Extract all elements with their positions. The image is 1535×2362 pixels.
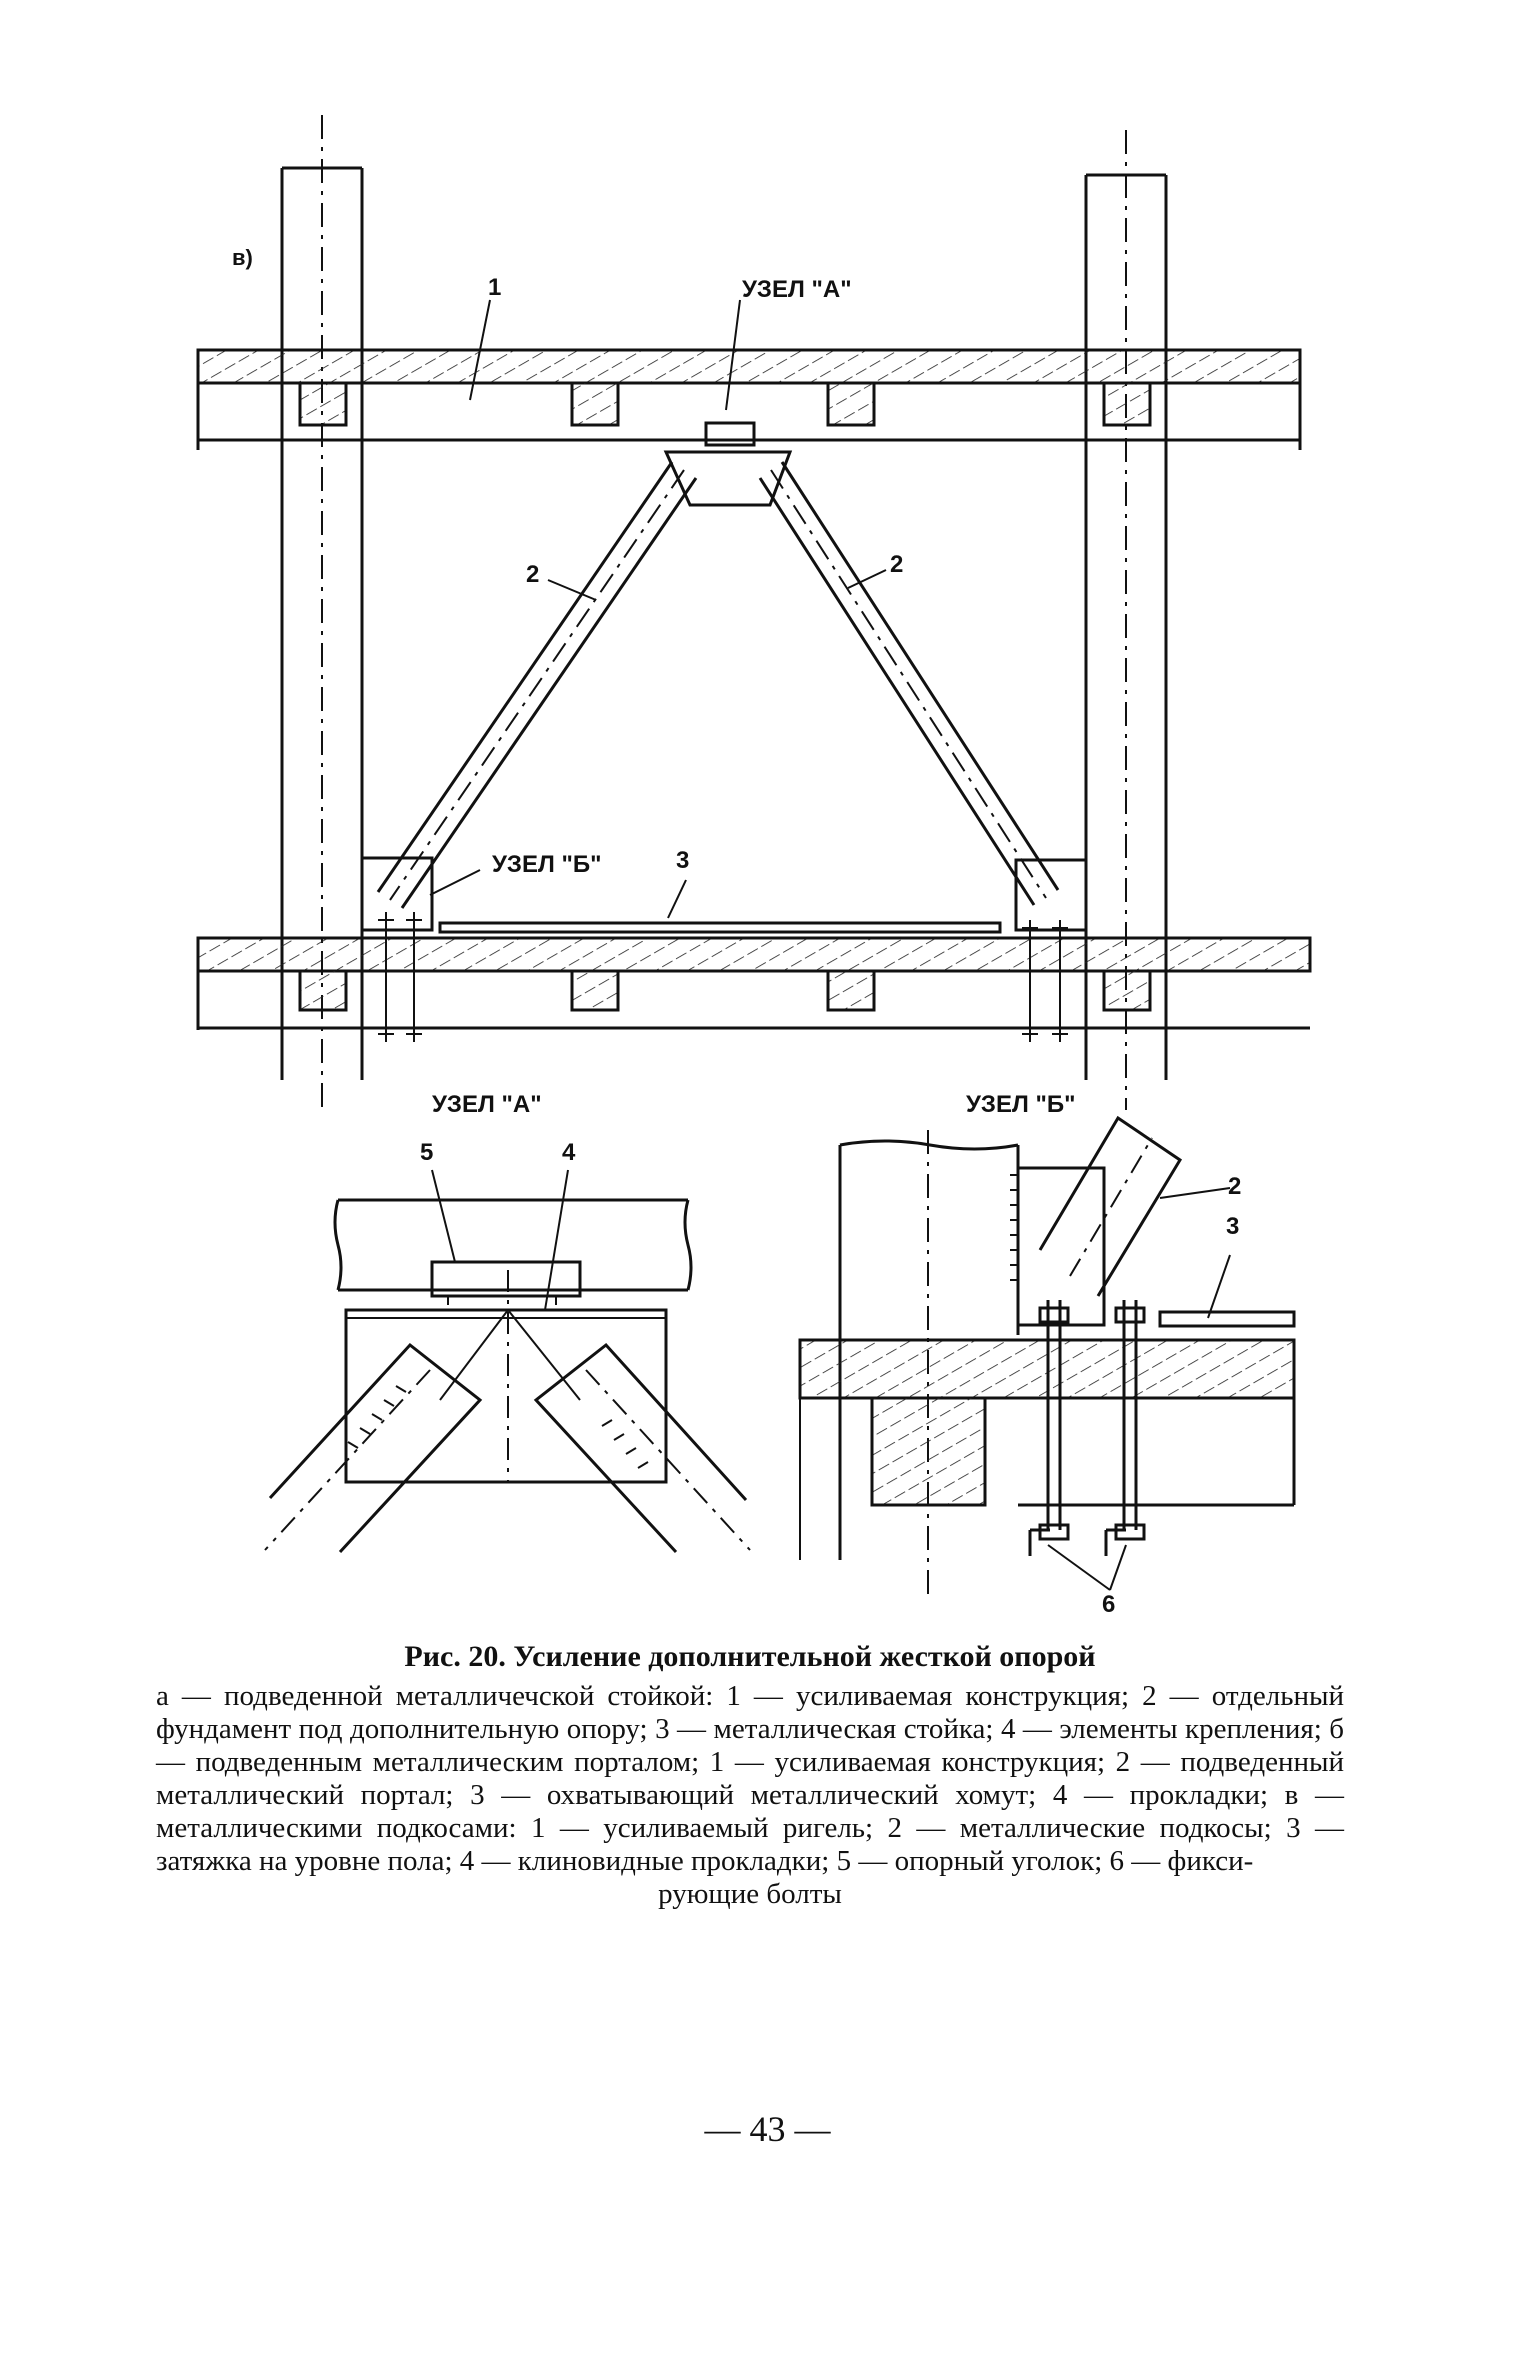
detail-b-title: УЗЕЛ "Б" (966, 1091, 1076, 1118)
caption-last-line: рующие болты (658, 1878, 842, 1910)
caption-text: а — подведенной металличечской стойкой: … (156, 1680, 1344, 1877)
floor-tie-rod (438, 921, 1002, 934)
detail-b-label-3: 3 (1226, 1213, 1239, 1240)
main-leader-lines (429, 299, 887, 919)
label-2-left: 2 (526, 561, 539, 588)
right-diagonal-brace (758, 461, 1060, 906)
detail-a-title: УЗЕЛ "А" (432, 1091, 542, 1118)
label-node-a: УЗЕЛ "А" (742, 276, 852, 303)
label-2-right: 2 (890, 551, 903, 578)
figure-drawing: в) 1 УЗЕЛ "А" 2 2 УЗЕЛ "Б" 3 УЗЕЛ "А" 5 … (196, 115, 1312, 1618)
caption-title: Рис. 20. Усиление дополнительной жесткой… (404, 1640, 1096, 1673)
label-node-b: УЗЕЛ "Б" (492, 851, 602, 878)
detail-node-b (798, 1115, 1296, 1600)
variant-label: в) (232, 245, 253, 270)
main-frame-view (196, 115, 1312, 1110)
caption-body: а — подведенной металличечской стойкой: … (150, 1680, 1350, 1911)
label-1: 1 (488, 274, 501, 301)
detail-a-label-4: 4 (562, 1139, 576, 1166)
left-diagonal-brace (376, 461, 698, 909)
lower-floor-slab (196, 936, 1312, 1030)
detail-a-label-5: 5 (420, 1139, 433, 1166)
detail-node-a (264, 1169, 751, 1554)
upper-floor-slab (196, 348, 1302, 450)
node-a-support (663, 421, 793, 507)
label-3: 3 (676, 847, 689, 874)
figure-caption: Рис. 20. Усиление дополнительной жесткой… (150, 1640, 1350, 1911)
page-number: — 43 — (704, 2109, 831, 2149)
node-b-right-bracket (1014, 858, 1088, 1042)
detail-b-label-2: 2 (1228, 1173, 1241, 1200)
detail-b-label-6: 6 (1102, 1591, 1115, 1618)
